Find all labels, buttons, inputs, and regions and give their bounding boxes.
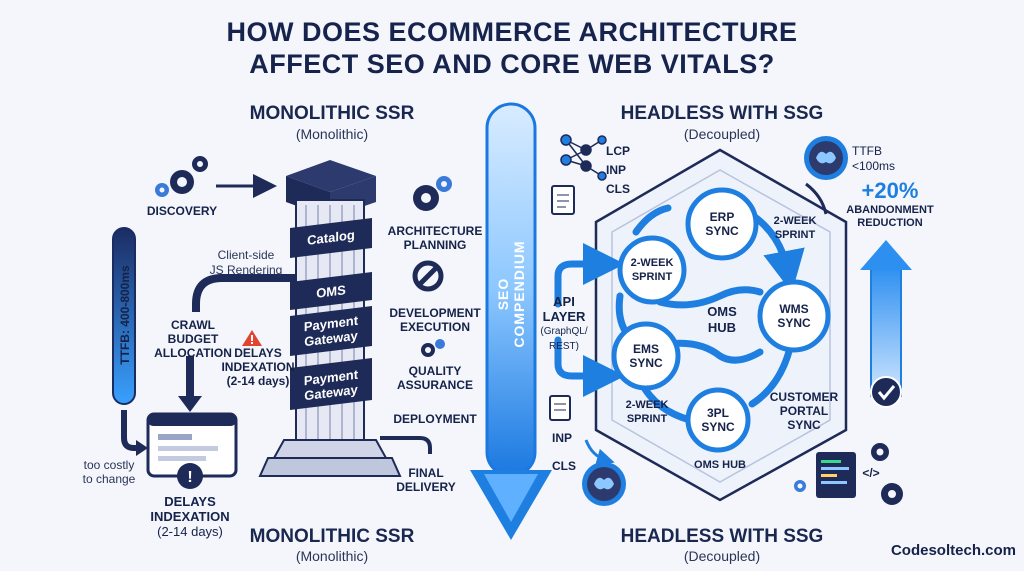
document-icon-bottom (549, 395, 571, 421)
wms-sync-node (757, 279, 831, 353)
abandonment-value: +20% (861, 178, 919, 203)
warning-icon (242, 330, 262, 346)
ttfb-bar (112, 227, 136, 405)
js-rendering-label: JS Rendering (209, 263, 283, 277)
ems-sync-node (611, 321, 681, 391)
improvement-up-arrow (860, 240, 912, 397)
page-title-line-2: AFFECT SEO AND CORE WEB VITALS? (249, 49, 775, 79)
check-icon (870, 376, 902, 408)
oms-hub-bottom-label: OMS HUB (694, 459, 746, 471)
code-editor-icon (816, 452, 856, 498)
ttfb-fast-label: TTFB<100ms (852, 144, 896, 173)
left-footer-heading: MONOLITHIC SSR (249, 526, 415, 547)
left-subheading: (Monolithic) (295, 126, 369, 142)
left-footer-sub: (Monolithic) (295, 548, 369, 564)
settings-gear-icon-bottom (794, 443, 903, 505)
client-side-arrow (192, 274, 296, 312)
architecture-gear-icon (413, 176, 452, 211)
ttfb-label: TTFB: 400-800ms (118, 265, 132, 365)
page-title-line-1: HOW DOES ECOMMERCE ARCHITECTURE (226, 17, 798, 47)
brand-watermark: Codesoltech.com (890, 542, 1016, 559)
seo-compendium-label: SEO COMPENDIUM (495, 240, 527, 348)
quality-gear-icon (421, 339, 445, 357)
brain-icon-bottom (582, 462, 626, 506)
right-heading: HEADLESS WITH SSG (620, 103, 824, 124)
browser-window-icon: ! (146, 412, 238, 489)
client-side-label: Client-side (217, 248, 275, 262)
code-tag-icon: </> (862, 466, 880, 480)
discovery-gear-icon (155, 156, 208, 197)
development-no-icon (412, 260, 444, 292)
left-heading: MONOLITHIC SSR (249, 103, 415, 124)
neural-network-icon (560, 134, 607, 181)
right-footer-heading: HEADLESS WITH SSG (620, 526, 824, 547)
sprint-node (617, 235, 687, 305)
step-deployment: DEPLOYMENT (393, 412, 477, 426)
seo-compendium-arrow (470, 102, 552, 540)
discovery-label: DISCOVERY (146, 204, 218, 218)
svg-text:!: ! (187, 469, 192, 486)
right-footer-sub: (Decoupled) (683, 548, 761, 564)
3pl-sync-node (685, 387, 751, 453)
document-icon (551, 185, 575, 215)
brain-icon-top (804, 136, 848, 180)
column-segments (290, 218, 372, 410)
erp-sync-node (685, 187, 759, 261)
right-subheading: (Decoupled) (683, 126, 761, 142)
